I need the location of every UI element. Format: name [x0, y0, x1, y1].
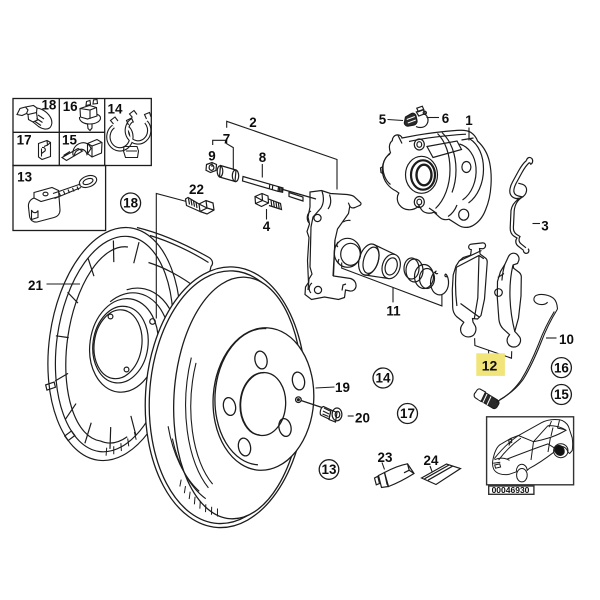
svg-text:9: 9	[208, 149, 215, 164]
svg-text:13: 13	[322, 462, 337, 477]
svg-text:24: 24	[424, 453, 439, 468]
svg-text:7: 7	[223, 132, 230, 147]
svg-text:3: 3	[541, 218, 548, 233]
svg-text:14: 14	[108, 101, 123, 116]
svg-text:18: 18	[123, 196, 138, 211]
svg-text:6: 6	[442, 111, 449, 126]
svg-text:21: 21	[28, 278, 43, 293]
svg-text:17: 17	[400, 406, 415, 421]
svg-text:22: 22	[189, 182, 204, 197]
svg-text:12: 12	[482, 358, 498, 374]
svg-text:4: 4	[263, 219, 271, 234]
svg-text:8: 8	[259, 150, 267, 165]
svg-text:18: 18	[41, 98, 56, 113]
svg-text:17: 17	[17, 133, 32, 148]
svg-text:10: 10	[559, 332, 574, 347]
svg-text:15: 15	[62, 133, 77, 148]
svg-text:19: 19	[335, 380, 350, 395]
svg-text:20: 20	[355, 410, 370, 425]
svg-text:16: 16	[63, 99, 78, 114]
svg-text:2: 2	[249, 115, 256, 130]
svg-text:16: 16	[554, 360, 569, 375]
svg-text:5: 5	[379, 112, 387, 127]
svg-text:14: 14	[376, 371, 391, 386]
svg-text:1: 1	[465, 113, 473, 128]
svg-text:15: 15	[554, 387, 569, 402]
svg-text:11: 11	[386, 303, 401, 318]
svg-text:13: 13	[17, 169, 32, 184]
svg-text:00046930: 00046930	[492, 485, 530, 495]
svg-text:23: 23	[378, 450, 393, 465]
